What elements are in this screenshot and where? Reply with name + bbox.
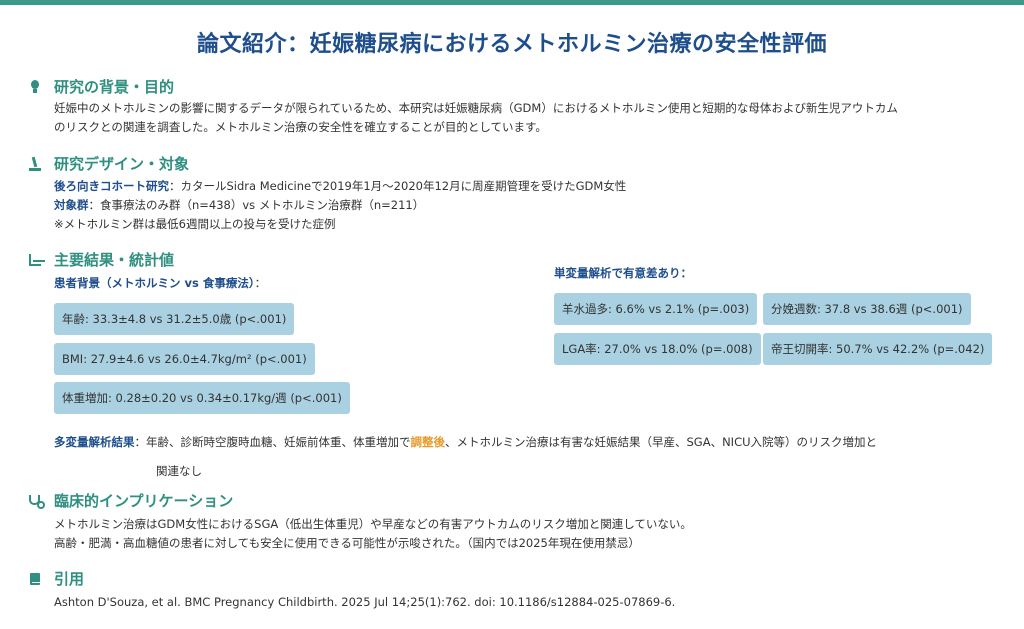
patient-background-label: 患者背景（メトホルミン vs 食事療法）： bbox=[54, 275, 266, 291]
section-citation-title: 引用 bbox=[54, 570, 85, 588]
section-design-header: 研究デザイン・対象 bbox=[28, 153, 189, 174]
section-implications-title: 臨床的インプリケーション bbox=[54, 492, 234, 510]
design-groups-line: 対象群：食事療法のみ群（n=438）vs メトホルミン治療群（n=211） bbox=[54, 196, 626, 215]
section-background-title: 研究の背景・目的 bbox=[54, 78, 175, 96]
section-results-header: 主要結果・統計値 bbox=[28, 249, 174, 270]
multivariate-result: 多変量解析結果：年齢、診断時空腹時血糖、妊娠前体重、体重増加で調整後、メトホルミ… bbox=[54, 428, 877, 486]
groups-label: 対象群 bbox=[54, 198, 89, 212]
multivariate-pre: ：年齢、診断時空腹時血糖、妊娠前体重、体重増加で bbox=[134, 435, 411, 449]
patient-box-age: 年齢: 33.3±4.8 vs 31.2±5.0歳 (p<.001) bbox=[54, 303, 295, 335]
univariate-box-lga: LGA率: 27.0% vs 18.0% (p=.008) bbox=[554, 333, 761, 365]
lightbulb-icon bbox=[28, 79, 42, 94]
microscope-icon bbox=[28, 157, 42, 171]
patient-box-weight-gain: 体重増加: 0.28±0.20 vs 0.34±0.17kg/週 (p<.001… bbox=[54, 382, 350, 414]
page-title: 論文紹介：妊娠糖尿病におけるメトホルミン治療の安全性評価 bbox=[196, 32, 827, 57]
section-citation-header: 引用 bbox=[28, 568, 84, 589]
univariate-box-polyhydramnios: 羊水過多: 6.6% vs 2.1% (p=.003) bbox=[554, 293, 758, 325]
section-background-header: 研究の背景・目的 bbox=[28, 76, 174, 97]
multivariate-line-2: 関連なし bbox=[156, 464, 202, 478]
design-text: 後ろ向きコホート研究：カタールSidra Medicineで2019年1月〜20… bbox=[54, 177, 626, 234]
univariate-box-cesarean: 帝王切開率: 50.7% vs 42.2% (p=.042) bbox=[763, 333, 993, 365]
patient-label-text: 患者背景（メトホルミン vs 食事療法） bbox=[54, 276, 255, 290]
background-line-2: のリスクとの関連を調査した。メトホルミン治療の安全性を確立することが目的としてい… bbox=[54, 120, 547, 134]
book-icon bbox=[28, 572, 42, 586]
patient-box-bmi: BMI: 27.9±4.6 vs 26.0±4.7kg/m² (p<.001) bbox=[54, 343, 315, 375]
section-design-title: 研究デザイン・対象 bbox=[54, 155, 190, 173]
groups-text: ：食事療法のみ群（n=438）vs メトホルミン治療群（n=211） bbox=[88, 198, 425, 212]
multivariate-line-1: 多変量解析結果：年齢、診断時空腹時血糖、妊娠前体重、体重増加で調整後、メトホルミ… bbox=[54, 428, 877, 457]
cohort-label: 後ろ向きコホート研究 bbox=[54, 179, 169, 193]
patient-label-suffix: ： bbox=[254, 276, 267, 290]
stethoscope-icon bbox=[28, 494, 45, 509]
background-line-1: 妊娠中のメトホルミンの影響に関するデータが限られているため、本研究は妊娠糖尿病（… bbox=[54, 101, 898, 115]
univariate-box-gestational-weeks: 分娩週数: 37.8 vs 38.6週 (p<.001) bbox=[763, 293, 971, 325]
multivariate-highlight: 調整後 bbox=[410, 435, 446, 449]
multivariate-label: 多変量解析結果 bbox=[54, 435, 135, 449]
section-results-title: 主要結果・統計値 bbox=[54, 251, 175, 269]
implications-text: メトホルミン治療はGDM女性におけるSGA（低出生体重児）や早産などの有害アウト… bbox=[54, 515, 692, 553]
section-implications-header: 臨床的インプリケーション bbox=[28, 490, 233, 511]
design-cohort-line: 後ろ向きコホート研究：カタールSidra Medicineで2019年1月〜20… bbox=[54, 177, 626, 196]
univariate-label: 単変量解析で有意差あり： bbox=[554, 266, 692, 280]
background-text: 妊娠中のメトホルミンの影響に関するデータが限られているため、本研究は妊娠糖尿病（… bbox=[54, 99, 898, 137]
bar-chart-icon bbox=[28, 253, 42, 267]
implications-line-2: 高齢・肥満・高血糖値の患者に対しても安全に使用できる可能性が示唆された。（国内で… bbox=[54, 536, 640, 550]
implications-line-1: メトホルミン治療はGDM女性におけるSGA（低出生体重児）や早産などの有害アウト… bbox=[54, 517, 692, 531]
multivariate-post: 、メトホルミン治療は有害な妊娠結果（早産、SGA、NICU入院等）のリスク増加と bbox=[445, 435, 878, 449]
cohort-text: ：カタールSidra Medicineで2019年1月〜2020年12月に周産期… bbox=[169, 179, 627, 193]
citation-text: Ashton D'Souza, et al. BMC Pregnancy Chi… bbox=[54, 595, 676, 609]
design-note: ※メトホルミン群は最低6週間以上の投与を受けた症例 bbox=[54, 217, 336, 231]
top-accent-bar bbox=[0, 0, 1024, 5]
